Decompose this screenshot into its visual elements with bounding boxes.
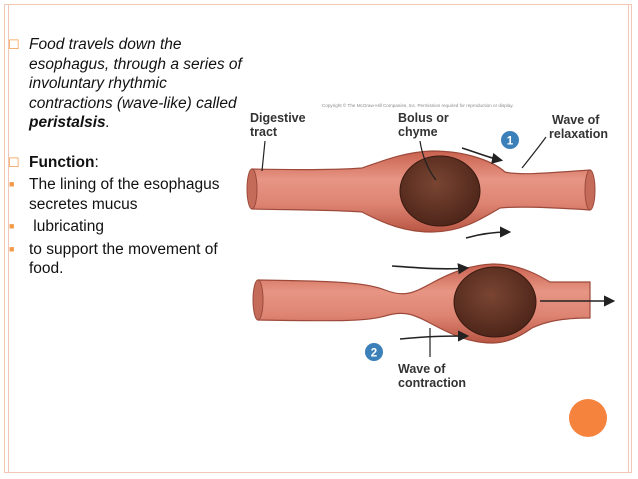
bolus-top [399,155,481,227]
sub-bullet-text: lubricating [29,218,104,235]
sub-bullet-lubricating: ■ lubricating [8,217,248,237]
tube-opening [584,169,596,211]
label-digestive-tract: Digestive [250,111,306,125]
label-bolus: Bolus or [398,111,449,125]
label-wave-contraction: contraction [398,376,466,390]
sub-bullet-text: to support the movement of food. [29,240,218,278]
bullet-text: Food travels down the esophagus, through… [29,36,242,131]
label-wave-relaxation: Wave of [552,113,600,127]
motion-arrow [465,226,512,239]
step-1-number: 1 [507,136,514,148]
esophagus-tube-bottom [257,263,591,344]
sub-bullet-lining: ■ The lining of the esophagus secretes m… [8,175,248,214]
leader-line [261,140,266,172]
bolus-bottom [453,266,537,338]
motion-arrow [399,330,470,342]
label-wave-contraction: Wave of [398,362,446,376]
sub-bullet-text: The lining of the esophagus secretes muc… [29,176,220,213]
frame-line [8,4,9,473]
sub-bullet-icon: ■ [9,243,15,254]
step-1-badge [501,131,519,149]
motion-arrow [461,147,504,164]
tube-opening [252,279,264,321]
function-heading: Function [29,153,95,171]
slide-frame [4,4,632,473]
bullet-text-part: : [94,153,99,171]
bullet-text-part: . [105,114,110,131]
bullet-function: ☐ Function: [8,153,248,173]
frame-line [628,4,629,473]
tube-opening [246,168,258,210]
label-bolus: chyme [398,125,438,139]
bullet-text-part: Food travels down the esophagus, through… [29,36,242,112]
step-2-number: 2 [371,348,377,360]
motion-arrow [391,263,470,275]
sub-bullet-icon: ■ [9,221,15,231]
leader-line [521,136,547,169]
sub-bullet-movement: ■ to support the movement of food. [8,240,248,279]
label-wave-relaxation: relaxation [549,127,608,141]
copyright-notice: Copyright © The McGraw-Hill Companies, I… [322,102,514,108]
bullet-peristalsis: ☐ Food travels down the esophagus, throu… [8,35,248,133]
bullet-list: ☐ Food travels down the esophagus, throu… [8,35,248,279]
label-digestive-tract: tract [250,125,278,139]
sub-bullet-icon: ■ [9,179,15,189]
bullet-marker-icon: ☐ [8,37,20,52]
leader-line [419,140,437,181]
step-2-badge [365,343,383,361]
bullet-marker-icon: ☐ [8,154,20,170]
keyword-peristalsis: peristalsis [29,114,106,131]
decorative-orange-circle [569,399,607,437]
